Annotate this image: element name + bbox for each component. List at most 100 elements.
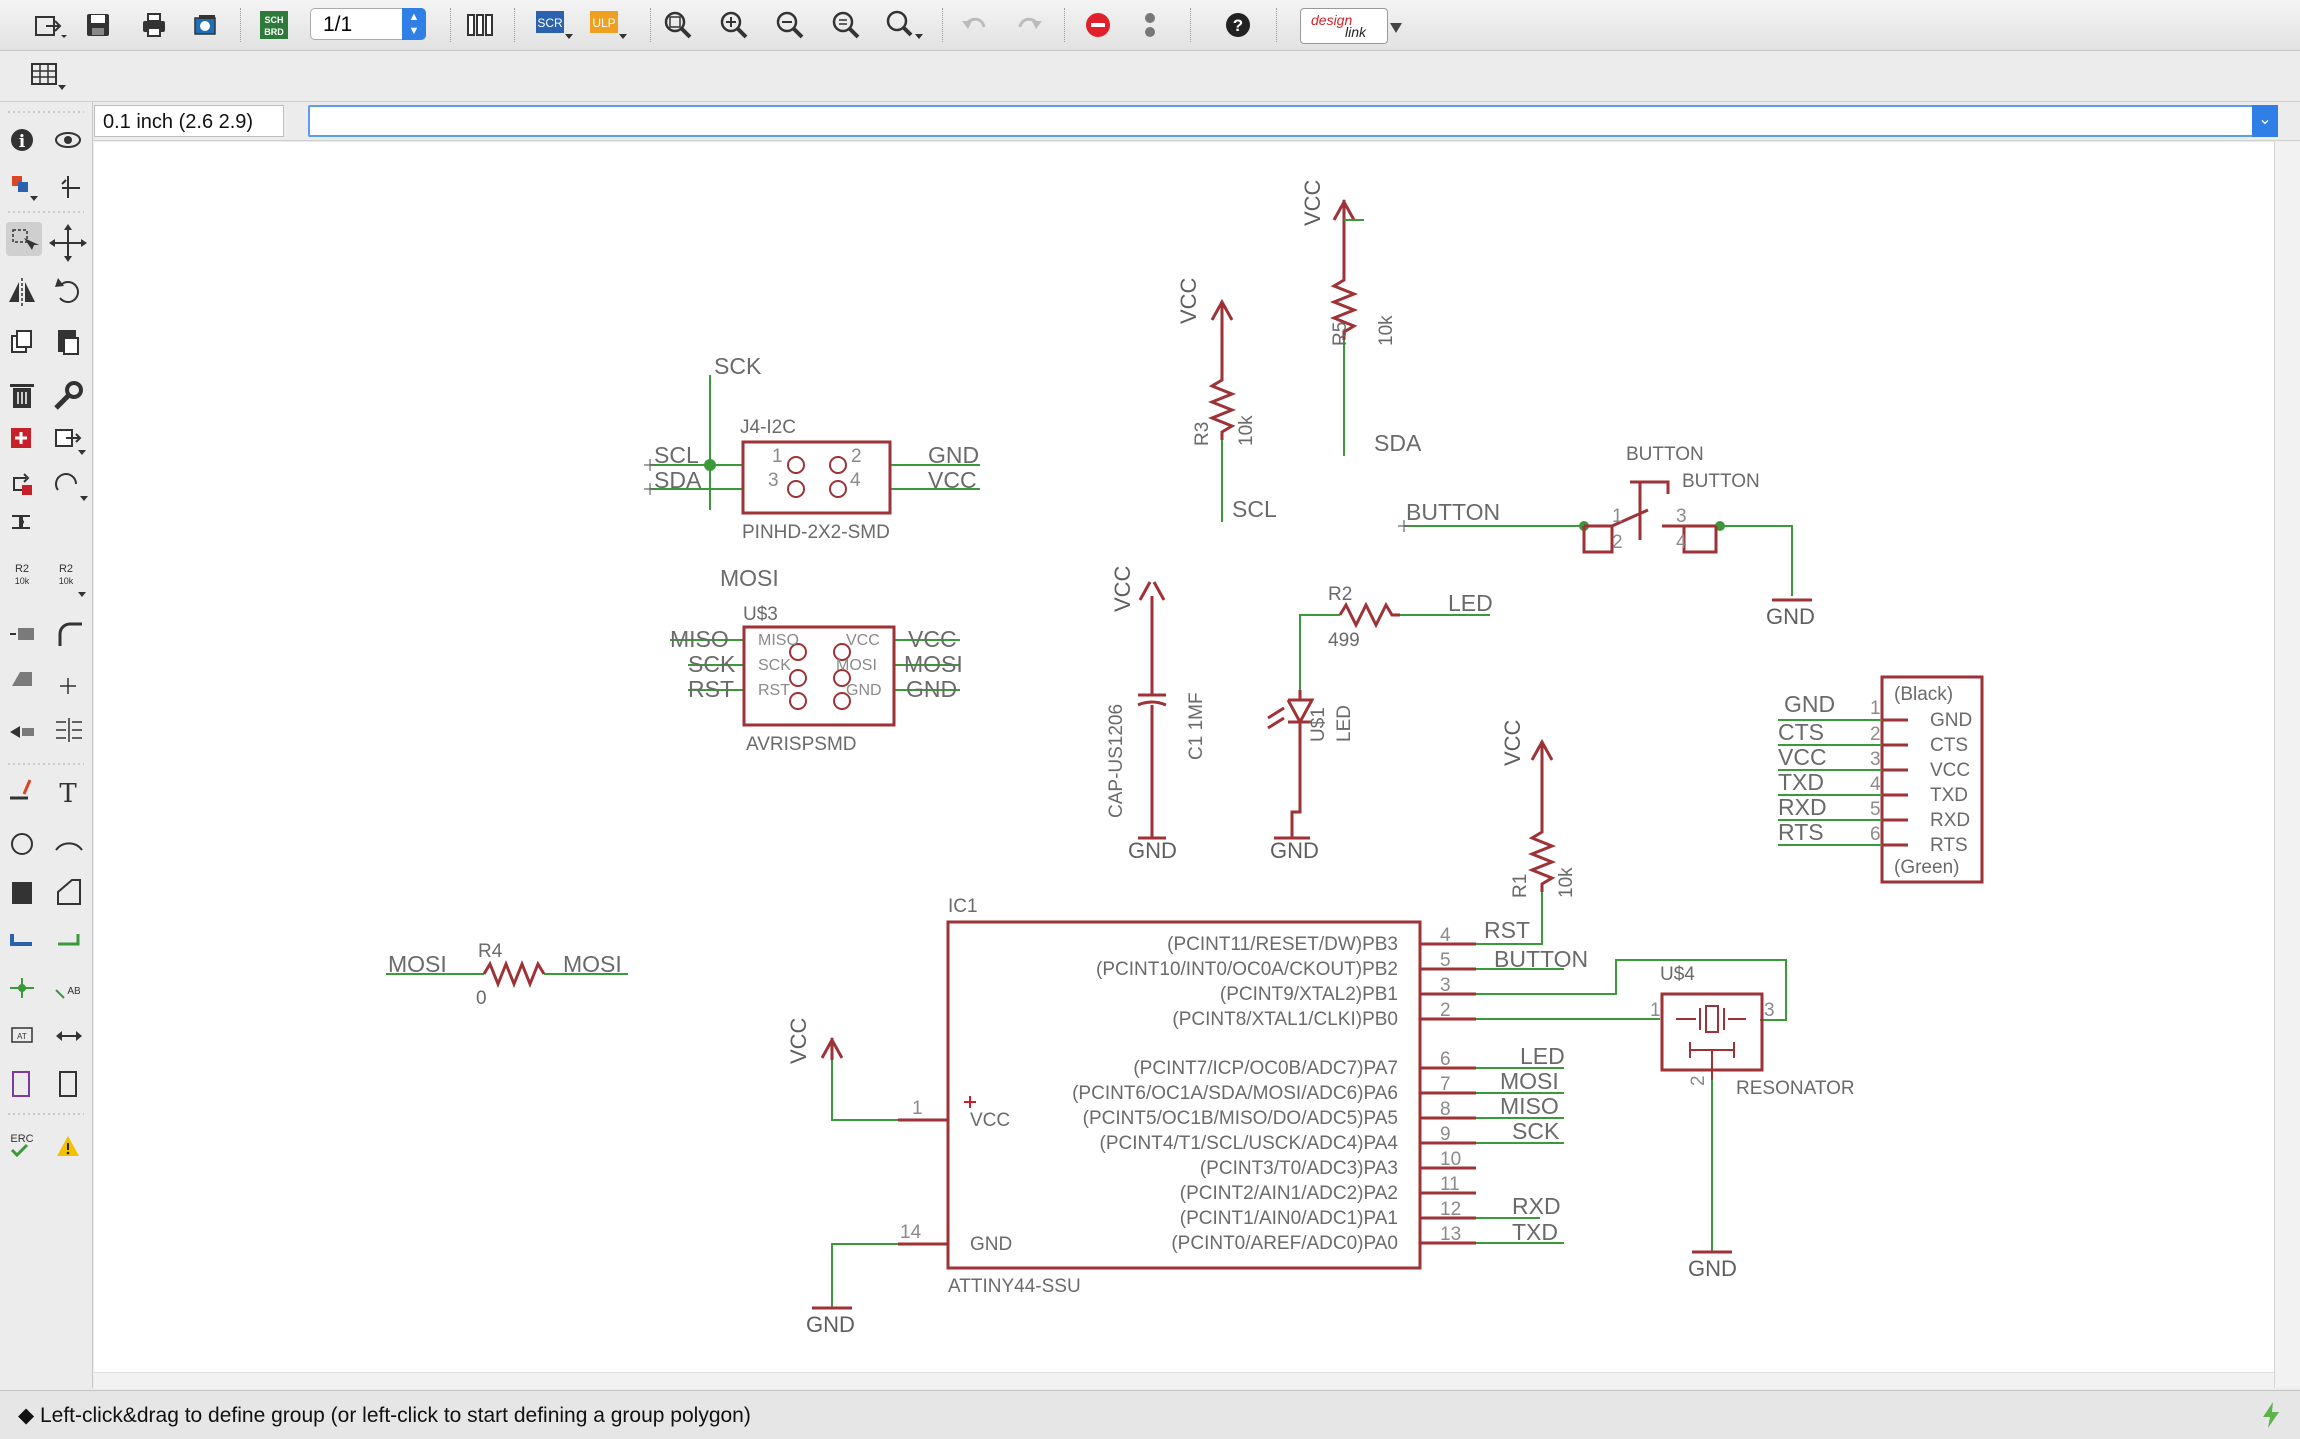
ftdi-pin-gnd: GND bbox=[1930, 710, 1972, 731]
grid-icon[interactable] bbox=[26, 59, 70, 93]
miter-icon[interactable] bbox=[58, 622, 82, 646]
schematic-drawing[interactable]: .w{stroke:#3a9a3a;stroke-width:2;fill:no… bbox=[94, 142, 2274, 1372]
rectangle-icon[interactable] bbox=[12, 882, 32, 904]
u1-led[interactable] bbox=[1274, 690, 1315, 840]
frame-icon[interactable] bbox=[12, 1071, 30, 1097]
help-icon[interactable]: ? bbox=[1220, 8, 1256, 42]
show-icon[interactable] bbox=[55, 132, 81, 148]
j4-connector[interactable] bbox=[741, 440, 892, 515]
layer-visibility-icon[interactable] bbox=[12, 176, 38, 201]
command-history-dropdown[interactable]: ⌄ bbox=[2252, 105, 2278, 137]
lightning-icon[interactable] bbox=[2260, 1401, 2282, 1434]
invoke-icon[interactable] bbox=[12, 515, 30, 529]
r3-value: 10k bbox=[1236, 415, 1257, 446]
label-icon[interactable]: AB bbox=[55, 986, 81, 999]
open-menu-icon[interactable] bbox=[30, 8, 70, 42]
copy-icon[interactable] bbox=[11, 330, 32, 353]
ic1-name: IC1 bbox=[948, 896, 978, 917]
delete-icon[interactable] bbox=[10, 384, 34, 408]
ic1-pin-pa4: (PCINT4/T1/SCL/USCK/ADC4)PA4 bbox=[1100, 1133, 1399, 1154]
polygon-icon[interactable] bbox=[57, 879, 81, 905]
designlink-text-1: design bbox=[1311, 12, 1353, 28]
cam-icon[interactable] bbox=[188, 8, 224, 42]
arc-icon[interactable] bbox=[55, 842, 83, 851]
paste-icon[interactable] bbox=[58, 330, 79, 355]
module-icon[interactable] bbox=[59, 1071, 77, 1097]
replace-icon[interactable] bbox=[55, 429, 86, 455]
command-input[interactable] bbox=[310, 107, 2276, 135]
ic1-gnd-label: GND bbox=[806, 1312, 855, 1337]
zoom-in-icon[interactable] bbox=[714, 8, 754, 42]
change-icon[interactable] bbox=[54, 381, 83, 410]
ic1-attiny44[interactable] bbox=[946, 920, 1422, 1270]
move-icon[interactable] bbox=[49, 224, 87, 262]
page-stepper[interactable]: ▲▼ bbox=[402, 8, 426, 40]
zoom-out-icon[interactable] bbox=[770, 8, 810, 42]
pinswap-icon[interactable] bbox=[10, 726, 34, 738]
undo-icon[interactable] bbox=[954, 8, 994, 42]
net-icon[interactable] bbox=[58, 934, 80, 946]
ftdi-header[interactable] bbox=[1880, 675, 1984, 884]
redo-icon[interactable] bbox=[1010, 8, 1050, 42]
swap-icon[interactable] bbox=[13, 473, 32, 495]
add-part-icon[interactable] bbox=[11, 428, 31, 448]
button-switch[interactable] bbox=[1582, 480, 1718, 554]
split-icon[interactable] bbox=[12, 672, 32, 686]
svg-text:?: ? bbox=[1233, 16, 1243, 35]
u3-pin-rst: RST bbox=[758, 682, 790, 699]
text-icon[interactable]: T bbox=[59, 779, 77, 809]
info-icon[interactable]: i bbox=[11, 129, 33, 152]
circle-icon[interactable] bbox=[11, 833, 33, 855]
svg-text:BRD: BRD bbox=[264, 27, 284, 37]
schematic-canvas[interactable]: .w{stroke:#3a9a3a;stroke-width:2;fill:no… bbox=[94, 142, 2274, 1380]
page-select[interactable]: 1/1 ▲▼ bbox=[310, 8, 426, 40]
stop-icon[interactable] bbox=[1080, 8, 1116, 42]
gateswap-icon[interactable] bbox=[55, 473, 88, 501]
ulp-icon[interactable]: ULP bbox=[586, 8, 630, 42]
u4-name: U$4 bbox=[1660, 964, 1695, 985]
mirror-icon[interactable] bbox=[9, 278, 35, 306]
mark-icon[interactable] bbox=[61, 176, 80, 198]
go-icon[interactable] bbox=[1132, 8, 1168, 42]
optimize-icon[interactable] bbox=[60, 678, 76, 694]
save-icon[interactable] bbox=[80, 8, 116, 42]
zoom-select-icon[interactable] bbox=[882, 8, 926, 42]
script-icon[interactable]: SCR bbox=[532, 8, 576, 42]
ic1-num-5: 5 bbox=[1440, 950, 1451, 971]
zoom-redraw-icon[interactable] bbox=[826, 8, 866, 42]
bus-icon[interactable] bbox=[10, 934, 32, 946]
library-icon[interactable] bbox=[460, 8, 500, 42]
attribute-icon[interactable]: AT bbox=[11, 1027, 33, 1043]
ic1-num-6: 6 bbox=[1440, 1049, 1451, 1070]
group-select-icon[interactable] bbox=[12, 229, 39, 250]
toolbar-separator bbox=[240, 8, 241, 42]
ic1-num-4: 4 bbox=[1440, 925, 1451, 946]
net-label-sck: SCK bbox=[714, 353, 762, 379]
zoom-fit-icon[interactable] bbox=[658, 8, 698, 42]
r4-name: R4 bbox=[478, 941, 503, 962]
vertical-scrollbar[interactable] bbox=[2274, 142, 2300, 1388]
ic1-num-14: 14 bbox=[900, 1222, 922, 1243]
print-icon[interactable] bbox=[136, 8, 172, 42]
designlink-button[interactable]: design link bbox=[1300, 8, 1388, 44]
u4-pin3: 3 bbox=[1764, 1000, 1775, 1021]
erc-icon[interactable]: ERC bbox=[10, 1133, 34, 1158]
ic1-pin-pa2: (PCINT2/AIN1/ADC2)PA2 bbox=[1180, 1183, 1398, 1204]
net-label-mosi-ic1: MOSI bbox=[1500, 1068, 1559, 1094]
designlink-dropdown-icon[interactable] bbox=[1388, 20, 1404, 36]
rotate-icon[interactable] bbox=[55, 278, 79, 303]
smash-icon[interactable] bbox=[10, 628, 34, 640]
command-line[interactable]: ⌄ bbox=[308, 105, 2278, 137]
junction-icon[interactable] bbox=[10, 978, 34, 998]
dimension-icon[interactable] bbox=[56, 1031, 82, 1041]
horizontal-scrollbar[interactable] bbox=[94, 1372, 2274, 1389]
u3-isp-header[interactable] bbox=[742, 625, 896, 727]
align-icon[interactable] bbox=[56, 718, 82, 742]
warning-icon[interactable] bbox=[57, 1136, 79, 1156]
wire-icon[interactable] bbox=[10, 779, 32, 800]
parameter-toolbar bbox=[0, 51, 2300, 102]
